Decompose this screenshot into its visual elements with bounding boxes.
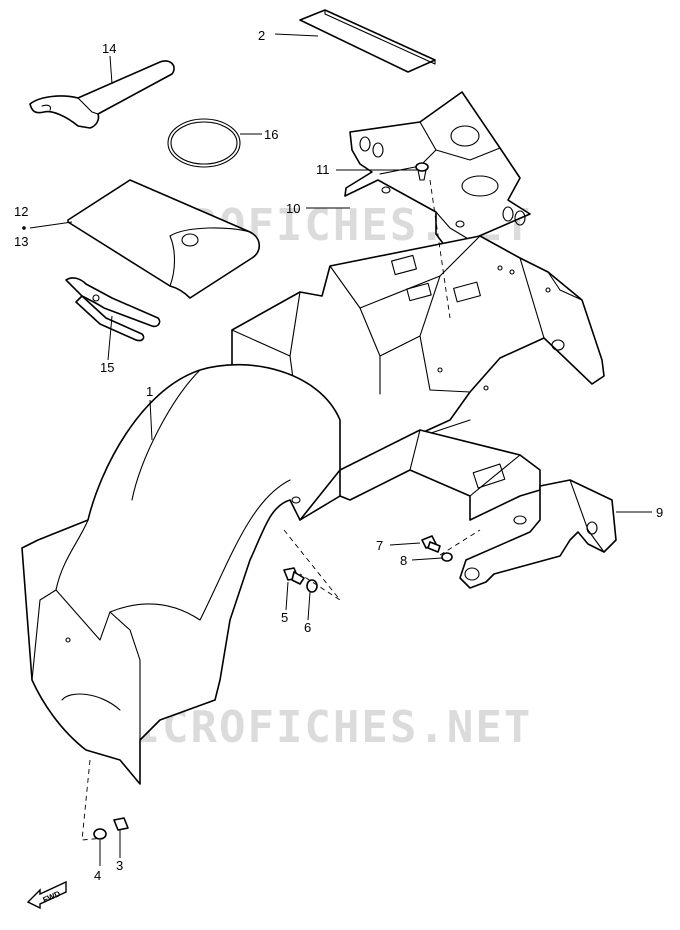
fwd-direction-arrow-icon: FWD (26, 880, 67, 910)
part-3-bolt[interactable] (113, 817, 129, 831)
callout-11[interactable]: 11 (316, 162, 330, 177)
callout-14[interactable]: 14 (102, 41, 116, 56)
part-16-o-ring[interactable] (167, 118, 241, 168)
part-4-washer[interactable] (93, 828, 107, 840)
callout-7[interactable]: 7 (376, 538, 383, 553)
callout-13[interactable]: 13 (14, 234, 28, 249)
callout-10[interactable]: 10 (286, 201, 300, 216)
callout-8[interactable]: 8 (400, 553, 407, 568)
part-6-washer[interactable] (306, 579, 318, 593)
callout-16[interactable]: 16 (264, 127, 278, 142)
callout-1[interactable]: 1 (146, 384, 153, 399)
callout-12[interactable]: 12 (14, 204, 28, 219)
leader-5 (285, 581, 289, 611)
callout-3[interactable]: 3 (116, 858, 123, 873)
leader-7 (389, 542, 421, 546)
callout-5[interactable]: 5 (281, 610, 288, 625)
part-11-bolt[interactable] (415, 162, 429, 181)
callout-9[interactable]: 9 (656, 505, 663, 520)
part-7-bolt[interactable] (421, 535, 441, 553)
leader-2 (274, 33, 319, 37)
part-15-pliers[interactable] (65, 277, 161, 342)
leader-6 (307, 591, 311, 621)
part-1-rear-fender[interactable] (21, 363, 341, 785)
part-2-strip[interactable] (299, 9, 436, 73)
part-9-lower-bracket[interactable] (339, 429, 617, 589)
callout-6[interactable]: 6 (304, 620, 311, 635)
leader-12 (29, 221, 73, 229)
assembly-line-bolt-3 (81, 759, 105, 841)
part-5-bolt[interactable] (283, 567, 305, 585)
assembly-line-bolt-5 (283, 529, 341, 601)
callout-4[interactable]: 4 (94, 868, 101, 883)
part-8-washer[interactable] (441, 552, 453, 562)
leader-1 (149, 399, 153, 441)
part-12-tool-bag[interactable] (67, 179, 261, 299)
callout-15[interactable]: 15 (100, 360, 114, 375)
leader-8 (411, 557, 443, 561)
leader-14 (109, 55, 113, 85)
assembly-line-bolt-7 (439, 529, 481, 556)
callout-2[interactable]: 2 (258, 28, 265, 43)
leader-15 (107, 315, 113, 361)
callout-dot-12 (22, 226, 26, 230)
part-14-wrench[interactable] (29, 60, 175, 129)
